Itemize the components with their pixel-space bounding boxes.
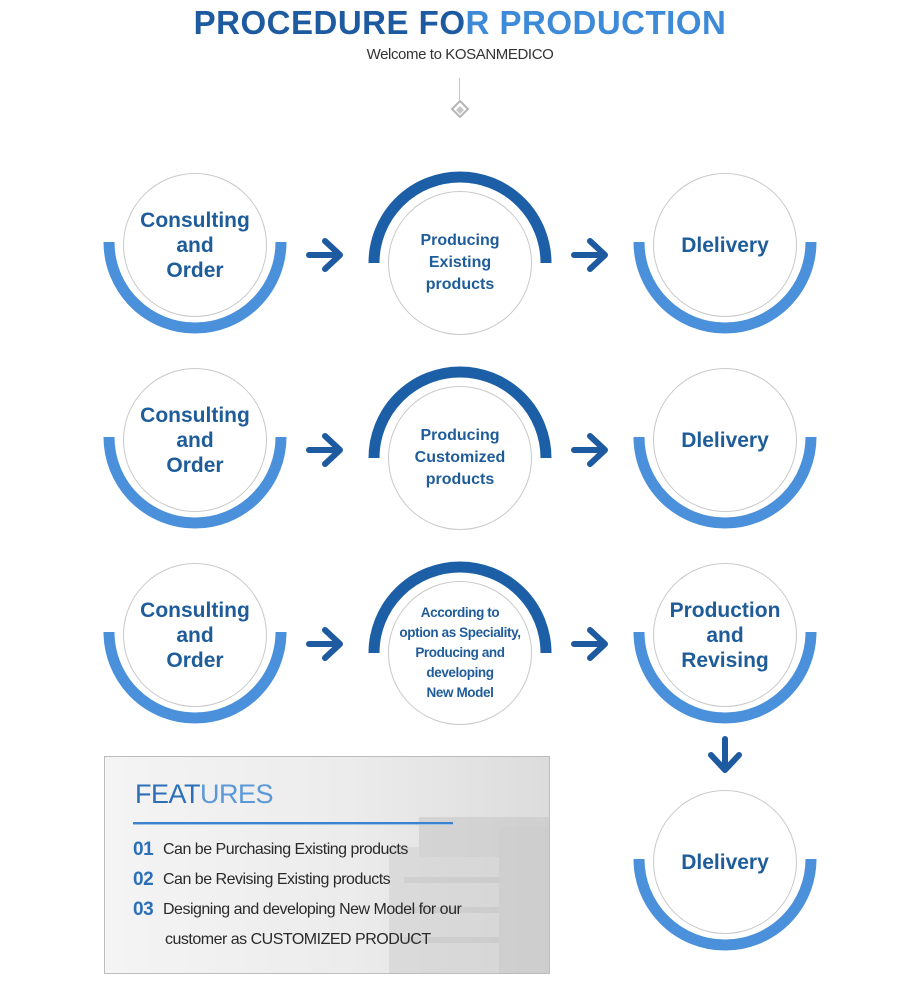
features-panel: FEATURES 01 Can be Purchasing Existing pr… [104, 756, 550, 974]
step-label: Consulting and Order [140, 598, 250, 672]
step-label: Dlelivery [681, 850, 769, 874]
step-delivery-final: Dlelivery [630, 767, 820, 957]
arrow-right-icon [571, 627, 608, 661]
feature-number: 03 [133, 899, 154, 920]
step-consulting-order-2: Consulting and Order [100, 345, 290, 535]
diamond-icon [450, 100, 470, 119]
arrow-right-icon [571, 238, 608, 272]
arc-bottom [633, 858, 817, 951]
arrow-right-icon [306, 433, 343, 467]
features-title-underline-light [133, 824, 453, 825]
features-title-underline [133, 822, 453, 824]
arc-bottom [633, 631, 817, 724]
building-background-image [389, 817, 549, 973]
step-producing-existing: Producing Existing products [365, 168, 555, 358]
feature-text: Can be Revising Existing products [163, 871, 391, 888]
arc-bottom [633, 241, 817, 334]
feature-item: 01 Can be Purchasing Existing products [133, 839, 408, 861]
feature-number: 01 [133, 839, 154, 860]
divider-line [459, 78, 460, 100]
feature-number: 02 [133, 869, 154, 890]
step-label: Producing Customized products [414, 427, 506, 488]
arc-top [368, 171, 552, 264]
arc-bottom [633, 436, 817, 529]
arrow-right-icon [306, 238, 343, 272]
arrow-down-icon [708, 736, 742, 773]
step-delivery-2: Dlelivery [630, 345, 820, 535]
step-label: Consulting and Order [140, 403, 250, 477]
arc-bottom [103, 631, 287, 724]
feature-text: Can be Purchasing Existing products [163, 841, 408, 858]
step-consulting-order-1: Consulting and Order [100, 150, 290, 340]
step-label: Producing Existing products [420, 232, 500, 293]
feature-item: 02 Can be Revising Existing products [133, 869, 391, 891]
step-producing-customized: Producing Customized products [365, 363, 555, 553]
step-label: Production and Revising [669, 598, 781, 672]
step-developing-new-model: According to option as Speciality, Produ… [365, 558, 555, 748]
step-label: According to option as Speciality, Produ… [399, 605, 521, 700]
step-production-revising: Production and Revising [630, 540, 820, 730]
arc-top [368, 366, 552, 459]
feature-item: 03 Designing and developing New Model for… [133, 899, 462, 921]
step-label: Dlelivery [681, 428, 769, 452]
step-label: Dlelivery [681, 233, 769, 257]
step-label: Consulting and Order [140, 208, 250, 282]
arrow-right-icon [571, 433, 608, 467]
arrow-right-icon [306, 627, 343, 661]
arc-top [368, 561, 552, 654]
page-title: PROCEDURE FOR PRODUCTION [193, 4, 727, 41]
step-consulting-order-3: Consulting and Order [100, 540, 290, 730]
feature-text-continued: customer as CUSTOMIZED PRODUCT [165, 931, 431, 948]
arc-bottom [103, 436, 287, 529]
step-delivery-1: Dlelivery [630, 150, 820, 340]
feature-text: Designing and developing New Model for o… [163, 901, 462, 918]
features-title: FEATURES [135, 779, 274, 809]
page-subtitle: Welcome to KOSANMEDICO [366, 46, 554, 63]
arc-bottom [103, 241, 287, 334]
